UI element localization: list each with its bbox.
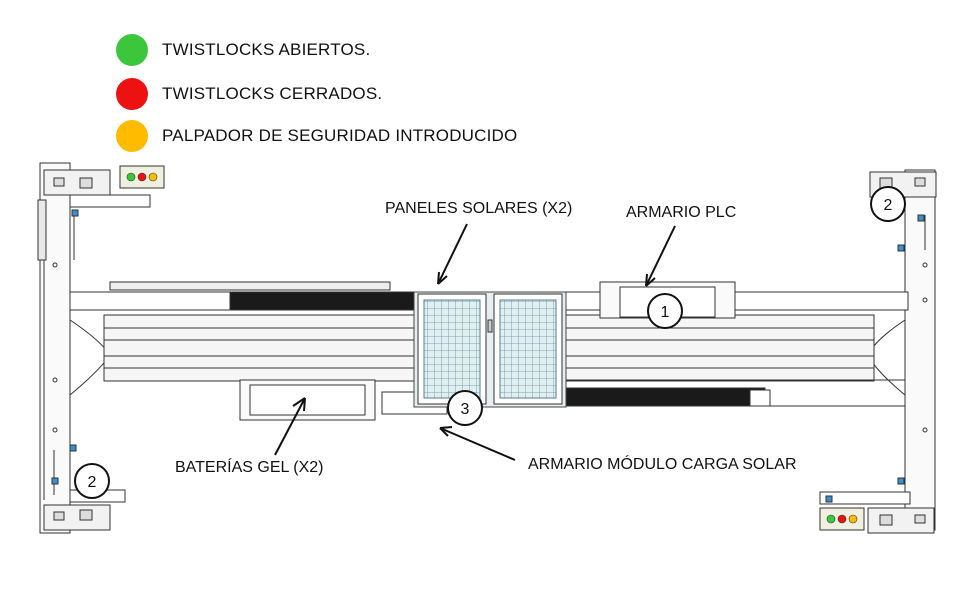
indicator-red-top bbox=[137, 172, 147, 182]
marker-1-circle bbox=[647, 293, 683, 329]
legend-label-closed: TWISTLOCKS CERRADOS. bbox=[162, 84, 383, 103]
label-plc: ARMARIO PLC bbox=[626, 204, 737, 221]
arrow-carga bbox=[439, 427, 516, 461]
indicator-green-bottom bbox=[826, 514, 836, 524]
indicator-yellow-top bbox=[148, 172, 158, 182]
marker-2-top: 2 bbox=[884, 197, 893, 214]
legend-item-closed: TWISTLOCKS CERRADOS. bbox=[116, 78, 382, 110]
legend-label-open: TWISTLOCKS ABIERTOS. bbox=[162, 40, 371, 59]
green-status-dot bbox=[116, 34, 148, 66]
legend-label-safety: PALPADOR DE SEGURIDAD INTRODUCIDO bbox=[162, 126, 518, 145]
arrow-plc bbox=[645, 225, 676, 287]
marker-3-circle bbox=[447, 390, 483, 426]
marker-2-top-circle bbox=[870, 186, 906, 222]
indicator-yellow-bottom bbox=[848, 514, 858, 524]
solar-panels bbox=[413, 291, 567, 408]
legend-item-safety: PALPADOR DE SEGURIDAD INTRODUCIDO bbox=[116, 120, 517, 152]
red-status-dot bbox=[116, 78, 148, 110]
marker-2-bottom-circle bbox=[74, 463, 110, 499]
label-baterias: BATERÍAS GEL (X2) bbox=[175, 459, 324, 476]
indicator-red-bottom bbox=[837, 514, 847, 524]
arrow-paneles bbox=[437, 223, 468, 285]
yellow-status-dot bbox=[116, 120, 148, 152]
label-paneles: PANELES SOLARES (X2) bbox=[385, 200, 573, 217]
marker-2-bottom: 2 bbox=[88, 474, 97, 491]
label-carga: ARMARIO MÓDULO CARGA SOLAR bbox=[528, 456, 797, 473]
right-end-beam bbox=[819, 169, 937, 534]
legend-item-open: TWISTLOCKS ABIERTOS. bbox=[116, 34, 370, 66]
marker-1: 1 bbox=[661, 304, 670, 321]
arrow-baterias bbox=[274, 397, 306, 456]
marker-3: 3 bbox=[461, 401, 470, 418]
indicator-green-top bbox=[126, 172, 136, 182]
